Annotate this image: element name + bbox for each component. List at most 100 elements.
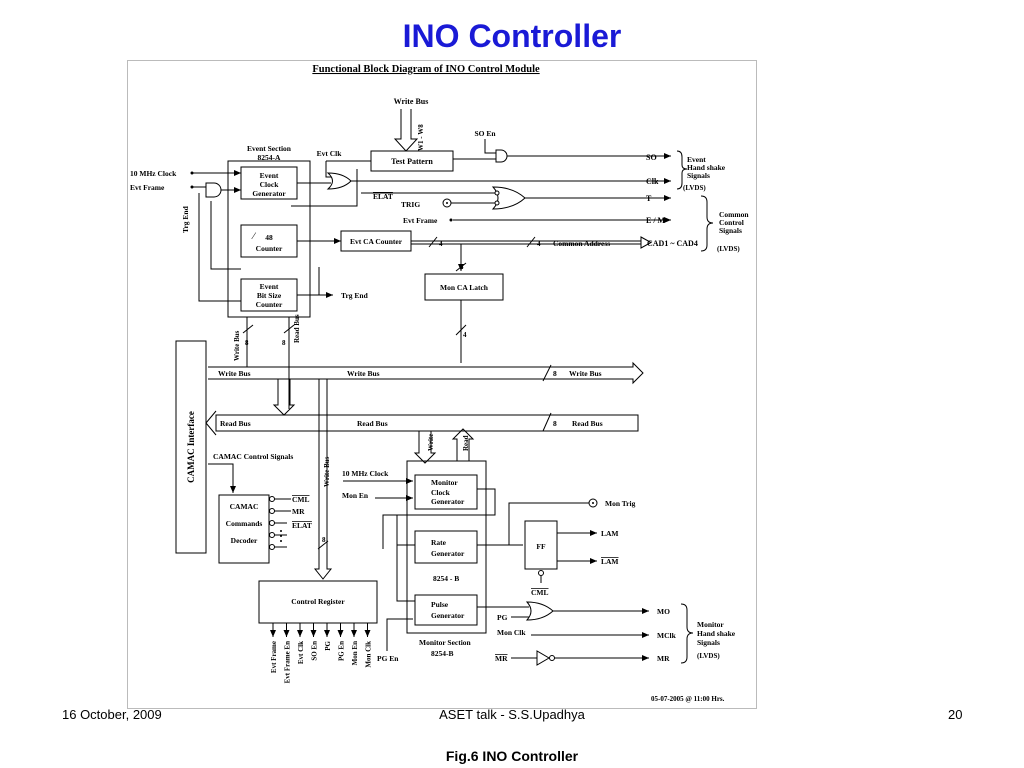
label-common-address: Common Address — [553, 239, 610, 248]
label-10mhz-clock: 10 MHz Clock — [130, 169, 177, 178]
pulse-generator-l1: Pulse — [431, 600, 449, 609]
label-read-bus-1: Read Bus — [220, 419, 251, 428]
label-bus-width-4b: 4 — [537, 240, 541, 248]
label-elat-2: ELAT — [292, 521, 312, 530]
label-event-section: Event Section — [247, 144, 292, 153]
label-cml-2: CML — [531, 588, 549, 597]
label-t: T — [646, 194, 652, 203]
label-event-handshake-3: Signals — [687, 171, 710, 180]
label-mr-1: MR — [292, 507, 305, 516]
label-write-bus-vertical-1: Write Bus — [233, 330, 241, 361]
event-clock-gen-l1: Event — [260, 171, 279, 180]
main-read-bus — [205, 410, 639, 436]
monitor-clock-gen-l1: Monitor — [431, 478, 458, 487]
main-write-bus — [208, 361, 644, 385]
diagram-heading: Functional Block Diagram of INO Control … — [312, 64, 540, 75]
control-output-label: Mon En — [351, 641, 359, 665]
control-output-label: SO En — [311, 641, 319, 661]
label-write-bus-2: Write Bus — [347, 369, 380, 378]
label-write-bus-3: Write Bus — [569, 369, 602, 378]
label-8-d: 8 — [553, 419, 557, 428]
control-output-label: PG — [324, 640, 332, 650]
write-bus-down-arrow — [393, 109, 419, 152]
label-write-bus-1: Write Bus — [218, 369, 251, 378]
event-clock-gen-l2: Clock — [260, 180, 280, 189]
label-evt-frame: Evt Frame — [130, 183, 165, 192]
pulse-generator-block — [414, 594, 478, 626]
counter48-l2: Counter — [256, 244, 283, 253]
label-evt-clk: Evt Clk — [317, 149, 343, 158]
label-mon-clk: Mon Clk — [497, 628, 526, 637]
figure-caption: Fig.6 INO Controller — [445, 748, 579, 764]
label-mo: MO — [657, 607, 670, 616]
control-output-label: Evt Frame En — [284, 641, 292, 683]
label-bus-width-4d: 4 — [463, 331, 467, 339]
block-diagram: Functional Block Diagram of INO Control … — [130, 64, 749, 703]
label-monitor-section-chip: 8254-B — [431, 649, 454, 658]
label-so-en: SO En — [474, 129, 496, 138]
slide-title: INO Controller — [402, 18, 622, 54]
or-gate-t — [491, 186, 526, 210]
event-bit-size-l2: Bit Size — [257, 291, 282, 300]
rate-generator-block — [414, 530, 478, 564]
label-so: SO — [646, 153, 657, 162]
label-lam-2: LAM — [601, 557, 619, 566]
label-monitor-handshake-1: Monitor — [697, 620, 724, 629]
control-output-label: Evt Frame — [270, 641, 278, 673]
and-gate-so — [495, 149, 508, 163]
label-write-bus-vertical-2: Write Bus — [323, 456, 331, 487]
label-read-bus-vertical-1: Read Bus — [293, 314, 301, 343]
label-lvds-3: (LVDS) — [697, 652, 720, 660]
label-w1-w8: W1 - W8 — [417, 124, 425, 151]
label-8-a: 8 — [245, 339, 249, 347]
footer-talk-title: ASET talk - S.S.Upadhya — [439, 707, 585, 722]
label-e-m: E / M — [646, 216, 666, 225]
label-cad: CAD1 ~ CAD4 — [647, 239, 698, 248]
flip-flop-block — [524, 520, 558, 570]
control-output-label: Mon Clk — [365, 641, 373, 668]
label-common-control-1: Common — [719, 210, 749, 219]
label-evt-frame-mid: Evt Frame — [403, 216, 438, 225]
camac-commands-decoder-block — [218, 494, 270, 564]
counter48-l1: 48 — [265, 233, 273, 242]
svg-text:⁄: ⁄ — [251, 231, 257, 241]
monitor-clock-gen-l3: Generator — [431, 497, 465, 506]
label-monitor-section: Monitor Section — [419, 638, 472, 647]
test-pattern-label: Test Pattern — [391, 157, 433, 166]
label-monitor-handshake-3: Signals — [697, 638, 720, 647]
label-common-control-2: Control — [719, 218, 744, 227]
label-write-bus-top: Write Bus — [394, 97, 429, 106]
block-diagram-figure: Functional Block Diagram of INO Control … — [127, 60, 757, 709]
label-event-handshake-2: Hand shake — [687, 163, 726, 172]
label-mr-3: MR — [657, 654, 670, 663]
divide-48-counter-block — [240, 224, 298, 258]
label-clk: Clk — [646, 177, 659, 186]
mon-ca-latch-block — [424, 273, 504, 301]
label-write-vertical: Write — [427, 434, 435, 451]
evt-ca-counter-label: Evt CA Counter — [350, 237, 403, 246]
footer-date: 16 October, 2009 — [62, 707, 162, 722]
label-trg-end-vertical: Trg End — [181, 205, 190, 233]
label-monitor-handshake-2: Hand shake — [697, 629, 736, 638]
label-mclk: MClk — [657, 631, 677, 640]
footer-page-number: 20 — [948, 707, 963, 722]
event-clock-generator-block — [240, 166, 298, 200]
label-common-control-3: Signals — [719, 226, 742, 235]
rate-generator-l2: Generator — [431, 549, 465, 558]
or-gate-mo — [525, 601, 554, 621]
label-pg-en: PG En — [377, 654, 399, 663]
label-read-bus-2: Read Bus — [357, 419, 388, 428]
label-elat: ELAT — [373, 192, 393, 201]
control-output-label: Evt Clk — [297, 641, 305, 664]
label-10mhz-clock-2: 10 MHz Clock — [342, 469, 389, 478]
label-bus-width-4a: 4 — [439, 240, 443, 248]
camac-decoder-l1: CAMAC — [230, 502, 259, 511]
monitor-clock-gen-l2: Clock — [431, 488, 451, 497]
label-trg-end: Trg End — [341, 291, 369, 300]
label-event-handshake-1: Event — [687, 155, 706, 164]
or-gate-clk — [326, 172, 352, 190]
inverter — [536, 650, 550, 666]
label-8-c: 8 — [553, 369, 557, 378]
event-bit-size-l1: Event — [260, 282, 279, 291]
